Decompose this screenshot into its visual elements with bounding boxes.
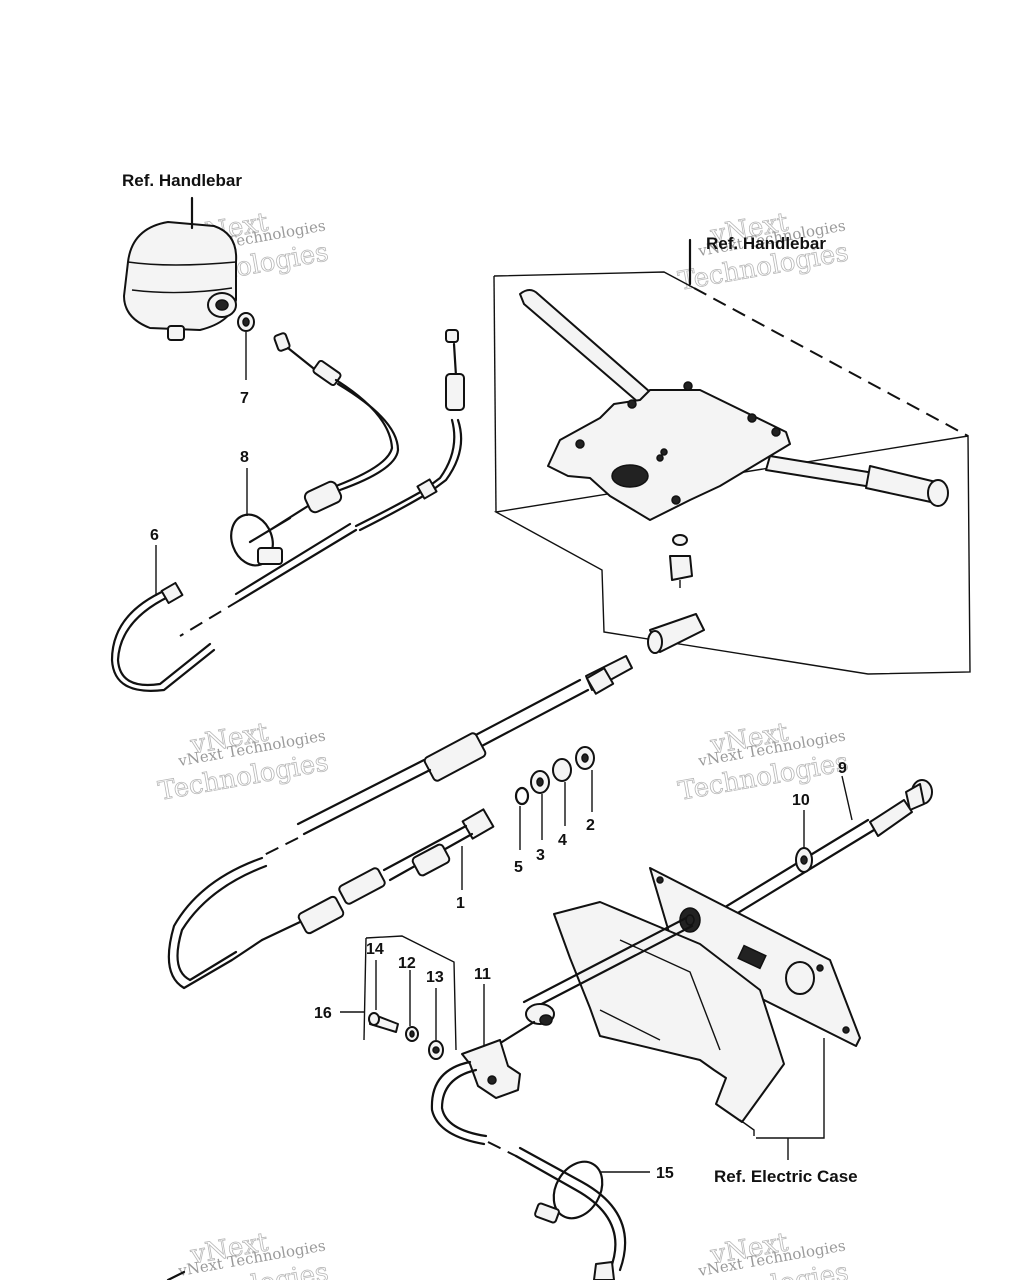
ref-handlebar-top-label: Ref. Handlebar — [122, 171, 242, 190]
watermark-bottom-left: vNext Technologies vNext Technologies — [156, 1227, 331, 1280]
main-cable-1 — [167, 655, 633, 990]
callout-9: 9 — [838, 760, 847, 777]
clamp-8 — [230, 468, 283, 567]
rod-9 — [692, 775, 933, 938]
throttle-housing — [123, 196, 238, 341]
callout-13: 13 — [426, 969, 444, 986]
ref-electric-case-label: Ref. Electric Case — [714, 1167, 858, 1186]
callout-16: 16 — [314, 1005, 332, 1022]
watermarks: vNext Technologies vNext Technologies vN… — [156, 207, 851, 1280]
throttle-cable-upper — [110, 329, 465, 692]
lower-cable — [166, 1060, 650, 1280]
callout-4: 4 — [558, 832, 567, 849]
washer-10 — [795, 810, 813, 873]
callout-1: 1 — [456, 895, 465, 912]
callout-11: 11 — [474, 966, 491, 983]
fasteners-group — [340, 935, 457, 1060]
handlebar-assembly — [493, 238, 971, 675]
washer-7 — [237, 312, 255, 380]
callout-3: 3 — [536, 847, 545, 864]
callout-2: 2 — [586, 817, 595, 834]
callout-15: 15 — [656, 1165, 674, 1182]
watermark-mid-left: vNext Technologies vNext Technologies — [156, 717, 331, 807]
bracket-11 — [461, 984, 521, 1099]
callout-12: 12 — [398, 955, 416, 972]
callout-10: 10 — [792, 792, 810, 809]
watermark-bottom-right: vNext Technologies vNext Technologies — [676, 1227, 851, 1280]
callout-6: 6 — [150, 527, 159, 544]
callout-14: 14 — [366, 941, 384, 958]
electric-case — [468, 867, 861, 1160]
callout-7: 7 — [240, 390, 249, 407]
callout-5: 5 — [514, 859, 523, 876]
watermark-mid-right: vNext Technologies vNext Technologies — [676, 717, 851, 807]
washers-2-5 — [514, 746, 595, 850]
callout-8: 8 — [240, 449, 249, 466]
ref-handlebar-right-label: Ref. Handlebar — [706, 234, 826, 253]
